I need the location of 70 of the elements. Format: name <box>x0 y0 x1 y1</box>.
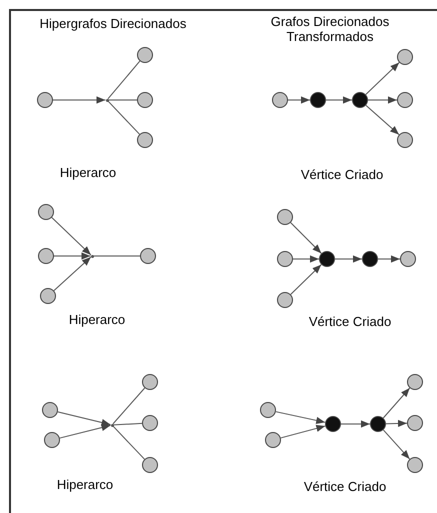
connector-line <box>112 388 146 424</box>
arrow <box>288 96 310 104</box>
arrow <box>275 411 326 424</box>
created-vertex <box>362 251 378 267</box>
vertex <box>397 92 413 108</box>
arrow <box>292 255 320 263</box>
vertex <box>142 457 158 473</box>
vertex <box>142 374 158 390</box>
vertex <box>397 49 413 65</box>
arrow <box>57 411 112 426</box>
vertex <box>407 374 423 390</box>
vertex <box>272 92 288 108</box>
diagram-caption: Vértice Criado <box>300 167 384 182</box>
diagram-caption: Hiperarco <box>58 165 118 180</box>
vertex <box>265 432 281 448</box>
vertex <box>38 204 54 220</box>
diagram-caption: Vértice Criado <box>302 479 388 494</box>
connector-line <box>108 100 140 135</box>
arrow <box>52 96 106 104</box>
arrow <box>386 420 408 428</box>
arrow <box>378 255 400 263</box>
vertex <box>37 92 53 108</box>
vertex <box>42 402 58 418</box>
vertex <box>137 132 153 148</box>
created-vertex <box>370 416 386 432</box>
connector-line <box>113 422 142 426</box>
arrow <box>365 104 400 136</box>
vertex <box>277 209 293 225</box>
arrow <box>365 62 400 95</box>
vertex <box>142 415 158 431</box>
junction-point <box>106 98 108 102</box>
vertex <box>407 457 423 473</box>
vertex <box>277 292 293 308</box>
junction-point <box>110 424 114 426</box>
vertex <box>260 402 276 418</box>
diagram-caption: Vértice Criado <box>308 314 392 329</box>
arrow <box>59 424 112 439</box>
arrow <box>290 264 322 295</box>
junction-point <box>90 254 94 258</box>
vertex <box>137 92 153 108</box>
vertex <box>137 47 153 63</box>
arrow <box>54 252 91 260</box>
created-vertex <box>310 92 326 108</box>
vertex <box>400 251 416 267</box>
vertex <box>40 288 56 304</box>
diagram-caption: Hiperarco <box>68 312 126 327</box>
arrow <box>382 429 410 460</box>
created-vertex <box>325 416 341 432</box>
arrow <box>53 256 92 292</box>
created-vertex <box>319 251 335 267</box>
connector-line <box>112 426 145 460</box>
diagram-caption: Hiperarco <box>56 477 114 492</box>
arrow <box>280 424 326 438</box>
arrow <box>382 388 410 418</box>
vertex <box>407 415 423 431</box>
arrow <box>340 420 370 428</box>
column-heading: Hipergrafos Direcionados <box>38 16 188 31</box>
connector-line <box>107 60 140 100</box>
vertex <box>38 248 54 264</box>
arrow <box>326 96 352 104</box>
vertex <box>44 432 60 448</box>
created-vertex <box>352 92 368 108</box>
arrow <box>51 217 92 256</box>
arrow <box>368 96 398 104</box>
arrow <box>290 222 322 254</box>
arrow <box>334 255 362 263</box>
vertex <box>277 251 293 267</box>
vertex <box>140 248 156 264</box>
vertex <box>397 132 413 148</box>
column-heading: Grafos Direcionados Transformados <box>270 14 390 44</box>
